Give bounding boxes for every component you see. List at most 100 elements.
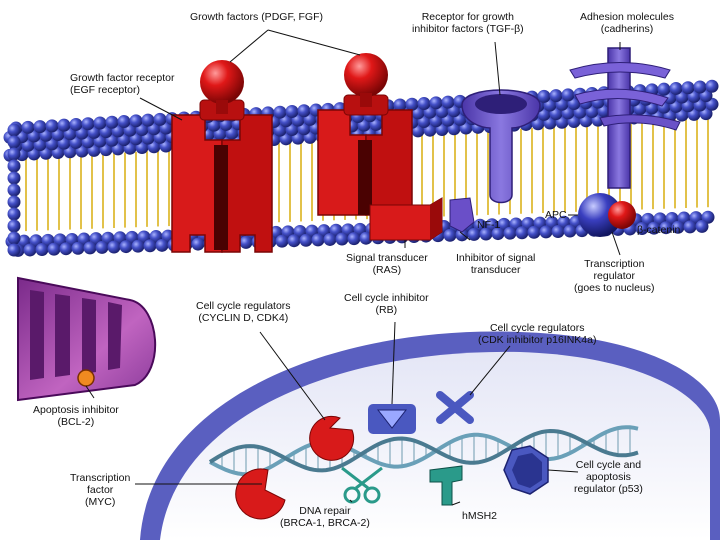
beta-catenin-label: β-catenin — [637, 224, 681, 236]
p16-inhibitor-icon — [436, 391, 474, 424]
myc-transcription-factor-icon — [235, 468, 286, 520]
ras-label: Signal transducer(RAS) — [346, 252, 428, 276]
membrane-bead — [71, 241, 85, 255]
membrane-bead — [429, 96, 443, 110]
membrane-bead — [45, 119, 59, 133]
membrane-bead — [119, 240, 133, 254]
membrane-bead — [659, 221, 673, 235]
membrane-bead — [7, 147, 21, 161]
membrane-bead — [527, 225, 541, 239]
membrane-bead — [297, 104, 311, 118]
membrane-bead — [537, 89, 551, 103]
membrane-bead — [35, 243, 49, 257]
membrane-bead — [95, 240, 109, 254]
membrane-bead — [491, 227, 505, 241]
membrane-bead — [347, 232, 361, 246]
membrane-bead — [7, 207, 21, 221]
rb-label: Cell cycle inhibitor(RB) — [344, 292, 429, 316]
membrane-bead — [441, 95, 455, 109]
growth-factor-receptor-icon — [317, 94, 413, 216]
cyclin-cdk4-icon — [309, 415, 355, 461]
growth-factors-label: Growth factors (PDGF, FGF) — [190, 11, 324, 23]
membrane-bead — [93, 116, 107, 130]
membrane-bead — [701, 210, 715, 224]
membrane-bead — [57, 118, 71, 132]
membrane-bead — [539, 225, 553, 239]
cdk-inhibitor-label: Cell cycle regulators(CDK inhibitor p16I… — [478, 322, 597, 346]
membrane-bead — [239, 235, 253, 249]
membrane-bead — [191, 237, 205, 251]
membrane-bead — [359, 231, 373, 245]
membrane-bead — [21, 120, 35, 134]
membrane-bead — [7, 231, 21, 245]
beta-catenin-icon — [608, 201, 636, 229]
membrane-bead — [105, 115, 119, 129]
membrane-bead — [443, 228, 457, 242]
bcl2-label: Apoptosis inhibitor(BCL-2) — [33, 404, 119, 428]
membrane-bead — [549, 89, 563, 103]
membrane-bead — [129, 114, 143, 128]
membrane-bead — [275, 234, 289, 248]
membrane-bead — [83, 241, 97, 255]
growth-factor-ball-icon — [200, 60, 244, 114]
membrane-bead — [153, 112, 167, 126]
membrane-bead — [273, 105, 287, 119]
membrane-bead — [33, 120, 47, 134]
dna-repair-label: DNA repair(BRCA-1, BRCA-2) — [280, 505, 370, 529]
egf-receptor-label: Growth factor receptor(EGF receptor) — [70, 72, 175, 96]
membrane-bead — [7, 243, 21, 257]
membrane-bead — [669, 81, 683, 95]
leader-lines — [85, 29, 621, 506]
dna-strand — [208, 428, 639, 473]
membrane-bead — [287, 234, 301, 248]
membrane-bead — [561, 88, 575, 102]
membrane-bead — [455, 228, 469, 242]
membrane-bead — [23, 243, 37, 257]
dna-strand — [209, 425, 639, 477]
membrane-bead — [143, 239, 157, 253]
nucleus — [140, 331, 720, 540]
bcl2-icon — [77, 369, 95, 387]
membrane-bead — [47, 242, 61, 256]
growth-factor-ball-icon — [344, 53, 388, 107]
membrane-bead — [311, 233, 325, 247]
membrane-bead — [647, 221, 661, 235]
membrane-bead — [563, 224, 577, 238]
membrane-bead — [323, 232, 337, 246]
p53-regulator-icon — [503, 445, 549, 495]
nf1-label: NF-1 — [477, 219, 501, 231]
hmsh2-label: hMSH2 — [462, 510, 498, 522]
membrane-bead — [7, 135, 21, 149]
membrane-bead — [551, 224, 565, 238]
membrane-bead — [299, 233, 313, 247]
membrane-bead — [503, 226, 517, 240]
membrane-bead — [69, 117, 83, 131]
membrane-bead — [7, 219, 21, 233]
membrane-bead — [467, 227, 481, 241]
membrane-bead — [7, 183, 21, 197]
nf1-inhibitor-icon — [449, 197, 475, 233]
membrane-bead — [285, 104, 299, 118]
membrane-bead — [59, 242, 73, 256]
cadherin-adhesion-icon — [569, 47, 681, 189]
membrane-bead — [155, 238, 169, 252]
membrane-bead — [479, 227, 493, 241]
rb-inhibitor-icon — [368, 404, 416, 434]
membrane-bead — [671, 220, 685, 234]
apc-protein-icon — [578, 193, 622, 237]
ras-signal-transducer-icon — [369, 197, 443, 241]
membrane-bead — [7, 159, 21, 173]
membrane-bead — [7, 171, 21, 185]
membrane-bead — [335, 232, 349, 246]
adhesion-molecules-label: Adhesion molecules(cadherins) — [580, 11, 674, 35]
membrane-bead — [515, 226, 529, 240]
membrane-bead — [417, 97, 431, 111]
tgf-beta-receptor-icon — [461, 89, 541, 204]
membrane-bead — [657, 82, 671, 96]
